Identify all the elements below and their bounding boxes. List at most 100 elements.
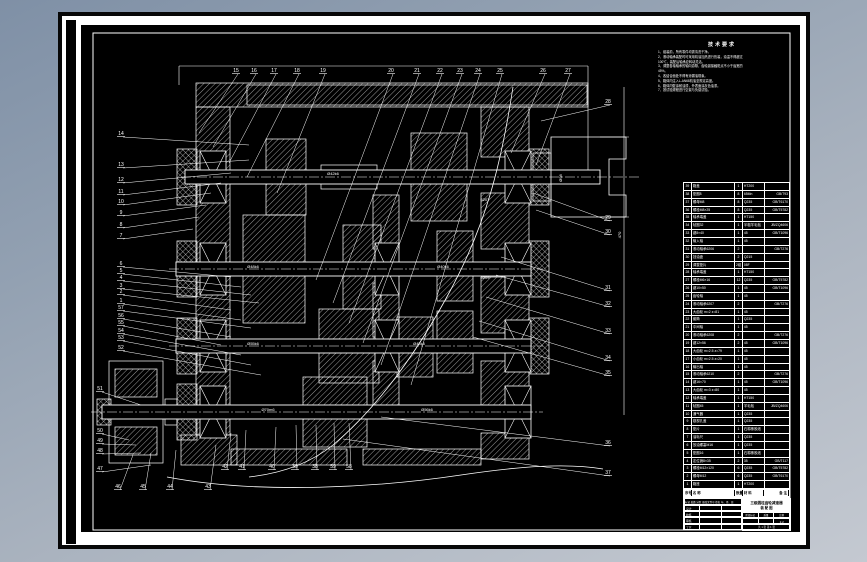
bom-cell: GB/T1096 bbox=[772, 340, 788, 345]
bom-cell: 滚动轴承6210 bbox=[692, 371, 736, 379]
bom-cell: 2 bbox=[735, 300, 743, 308]
item-balloon: 38 bbox=[311, 464, 319, 470]
leader-line bbox=[348, 73, 443, 324]
bom-cell: 38 bbox=[684, 190, 692, 198]
svg-text:40: 40 bbox=[269, 464, 275, 470]
leader-line bbox=[101, 433, 130, 441]
bom-cell: 通气器 bbox=[692, 410, 736, 418]
leader-line bbox=[198, 73, 239, 134]
bom-cell bbox=[765, 324, 790, 331]
bom-cell bbox=[765, 238, 790, 245]
bom-cell: 1 bbox=[684, 481, 692, 488]
bom-cell: 大齿轮 m=2 z=81 bbox=[692, 308, 736, 316]
bom-cell bbox=[765, 316, 790, 323]
svg-text:53: 53 bbox=[118, 335, 124, 341]
bom-cell: 箱盖 bbox=[692, 183, 736, 190]
bom-cell: 28 bbox=[684, 269, 692, 277]
svg-text:19: 19 bbox=[320, 68, 326, 74]
bom-cell: GB/T93 bbox=[776, 191, 788, 196]
bom-cell bbox=[765, 411, 790, 418]
bom-cell: 6 bbox=[684, 441, 692, 449]
svg-text:25: 25 bbox=[497, 68, 503, 74]
hatch-region bbox=[114, 426, 158, 456]
leader-line bbox=[101, 464, 152, 473]
bom-cell: 键10×50 bbox=[692, 285, 736, 292]
svg-text:27: 27 bbox=[565, 68, 571, 74]
bom-cell: 45 bbox=[743, 355, 765, 363]
item-balloon: 51 bbox=[96, 386, 104, 392]
bom-cell: 12 bbox=[735, 277, 743, 285]
item-balloon: 44 bbox=[166, 484, 174, 490]
item-balloon: 47 bbox=[96, 466, 104, 472]
bom-cell: 键12×56 bbox=[692, 339, 736, 347]
leader-line bbox=[144, 452, 152, 491]
bom-cell: 12 bbox=[684, 394, 692, 402]
leader-line bbox=[246, 73, 300, 178]
item-balloon: 35 bbox=[604, 370, 612, 376]
bom-cell: 33 bbox=[684, 230, 692, 237]
bom-cell: Q235 bbox=[743, 434, 765, 441]
bom-cell bbox=[743, 245, 765, 253]
svg-text:31: 31 bbox=[605, 285, 611, 291]
sheet-count-note: 共 1 张 第 1 张 bbox=[742, 524, 791, 531]
leader-line bbox=[122, 273, 242, 288]
bom-cell: 1 bbox=[735, 426, 743, 434]
bom-cell: 11 bbox=[684, 402, 692, 410]
bom-cell: GB/T276 bbox=[774, 246, 788, 251]
bom-cell: 17 bbox=[684, 355, 692, 363]
bom-cell: 1 bbox=[735, 222, 743, 230]
leader-line bbox=[212, 73, 257, 148]
bom-cell: 2组 bbox=[736, 261, 743, 269]
bom-cell bbox=[765, 418, 790, 425]
bom-cell: 大齿轮 m=2.5 z=79 bbox=[692, 347, 736, 355]
item-balloon: 36 bbox=[604, 440, 612, 446]
bom-cell: 半粗羊毛毡 bbox=[743, 222, 765, 230]
technical-requirement-line: 6、箱体内壁涂耐油漆，外表面涂灰色油漆。 bbox=[658, 83, 721, 88]
bom-cell: 1 bbox=[735, 418, 743, 426]
hatch-region bbox=[114, 368, 158, 398]
bom-cell: JB/ZQ4606 bbox=[770, 223, 788, 228]
dimension-text: 470 bbox=[617, 231, 622, 238]
svg-text:5: 5 bbox=[120, 268, 123, 274]
bom-cell: GB/T1096 bbox=[772, 380, 788, 385]
bom-cell: Q235 bbox=[743, 418, 765, 426]
leader-line bbox=[122, 192, 212, 206]
bom-cell: 45 bbox=[743, 347, 765, 355]
bom-cell bbox=[765, 387, 790, 394]
leader-line bbox=[228, 73, 277, 164]
item-balloon: 58 bbox=[345, 464, 353, 470]
svg-text:56: 56 bbox=[118, 313, 124, 319]
bom-cell: 8 bbox=[735, 198, 743, 206]
svg-text:23: 23 bbox=[457, 68, 463, 74]
bom-cell: JB/ZQ4606 bbox=[770, 403, 788, 408]
item-balloon: 14 bbox=[117, 131, 125, 137]
bom-cell: 1 bbox=[735, 481, 743, 488]
bom-cell: 32 bbox=[684, 238, 692, 245]
svg-text:49: 49 bbox=[97, 438, 103, 444]
item-balloon: 55 bbox=[117, 320, 125, 326]
bom-cell: 定位销8×35 bbox=[692, 457, 736, 465]
leader-line bbox=[171, 449, 177, 491]
item-balloon: 12 bbox=[117, 177, 125, 183]
bom-cell: 3 bbox=[684, 465, 692, 473]
dimension-text: Ø48k6 bbox=[247, 264, 260, 269]
bom-cell: 小齿轮 m=2.5 z=20 bbox=[692, 355, 736, 363]
bom-header-cell: 名 称 bbox=[692, 490, 735, 496]
bom-cell: 1 bbox=[735, 230, 743, 237]
svg-text:1: 1 bbox=[120, 298, 123, 304]
leader-line bbox=[122, 288, 260, 304]
bom-header-cell: 序号 bbox=[685, 490, 692, 496]
bom-cell: GB/T5782 bbox=[772, 278, 788, 283]
bom-cell: 7 bbox=[684, 434, 692, 441]
bom-cell: 滚动轴承6207 bbox=[692, 300, 736, 308]
leader-line bbox=[315, 73, 394, 281]
bom-cell: 1 bbox=[735, 449, 743, 457]
